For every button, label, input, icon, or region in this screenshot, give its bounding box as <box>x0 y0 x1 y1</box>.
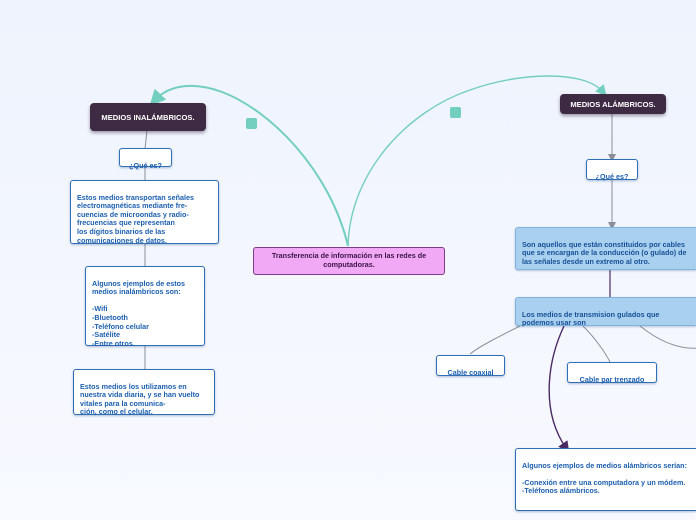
connector-left-topic-question <box>144 129 148 150</box>
wireless-examples[interactable]: Algunos ejemplos de estos medios inalámb… <box>85 266 205 348</box>
topic-wired[interactable]: MEDIOS ALÁMBRICOS. <box>560 94 666 114</box>
wireless-question[interactable]: ¿Qué es? <box>119 148 172 170</box>
connector-central-right <box>347 75 607 247</box>
central-topic[interactable]: Transferencia de información en las rede… <box>253 247 445 275</box>
connector-guided-coaxial <box>469 325 521 355</box>
topic-wired-text: MEDIOS ALÁMBRICOS. <box>570 99 656 109</box>
coaxial-cable-text: Cable coaxial <box>447 367 494 377</box>
wireless-definition[interactable]: Estos medios transportan señales electro… <box>70 180 219 244</box>
wired-examples[interactable]: Algunos ejemplos de medios alámbricos se… <box>515 448 696 511</box>
wireless-question-text: ¿Qué es? <box>129 160 162 170</box>
wireless-definition-text: Estos medios transportan señales electro… <box>77 192 195 245</box>
twisted-pair-cable[interactable]: Cable par trenzado <box>567 362 657 383</box>
topic-wireless-text: MEDIOS INALÁMBRICOS. <box>101 112 195 122</box>
wired-question-text: ¿Qué es? <box>595 171 629 181</box>
twisted-pair-cable-text: Cable par trenzado <box>579 374 645 384</box>
wireless-examples-text: Algunos ejemplos de estos medios inalámb… <box>92 278 186 348</box>
left-branch-handle[interactable] <box>246 118 257 129</box>
wired-definition-text: Son aquellos que están constituidos por … <box>522 239 687 266</box>
connector-guided-twisted <box>582 325 611 363</box>
right-branch-handle[interactable] <box>450 107 461 118</box>
topic-wireless[interactable]: MEDIOS INALÁMBRICOS. <box>90 103 206 131</box>
guided-media[interactable]: Los medios de transmision gulados que po… <box>515 297 696 328</box>
wireless-usage[interactable]: Estos medios los utilizamos en nuestra v… <box>73 369 215 417</box>
wired-examples-text: Algunos ejemplos de medios alámbricos se… <box>522 460 687 496</box>
connector-guided-offscreen <box>639 325 696 349</box>
wired-question[interactable]: ¿Qué es? <box>586 159 638 180</box>
central-topic-text: Transferencia de información en las rede… <box>271 251 427 269</box>
wired-definition[interactable]: Son aquellos que están constituidos por … <box>515 227 696 270</box>
guided-media-text: Los medios de transmision gulados que po… <box>522 309 660 328</box>
coaxial-cable[interactable]: Cable coaxial <box>436 355 505 376</box>
connector-guided-examples <box>548 325 570 453</box>
connector-central-left <box>149 84 349 247</box>
wireless-usage-text: Estos medios los utilizamos en nuestra v… <box>80 381 200 417</box>
